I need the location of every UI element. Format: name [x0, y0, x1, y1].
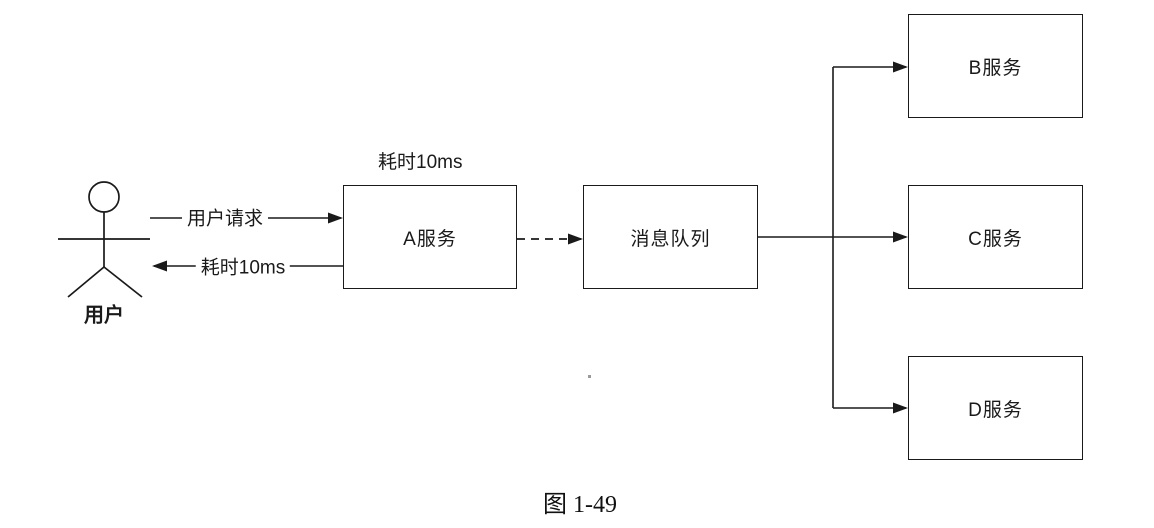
actor-leg-right: [103, 266, 143, 298]
actor-leg-left: [67, 266, 105, 298]
service-a-latency-note: 耗时10ms: [378, 152, 463, 173]
node-message-queue: 消息队列: [583, 185, 758, 289]
edge-label-response-10ms: 耗时10ms: [195, 252, 291, 280]
scan-speck: [588, 375, 591, 378]
node-service-a: A服务: [343, 185, 517, 289]
figure-caption: 图 1-49: [543, 492, 617, 518]
node-service-b-label: B服务: [968, 57, 1023, 79]
actor-label: 用户: [84, 304, 124, 327]
node-message-queue-label: 消息队列: [630, 228, 711, 250]
node-service-d: D服务: [908, 356, 1083, 460]
user-stick-figure: [58, 181, 150, 298]
node-service-c: C服务: [908, 185, 1083, 289]
actor-head: [88, 181, 120, 213]
node-service-b: B服务: [908, 14, 1083, 118]
edge-label-user-request: 用户请求: [181, 203, 269, 231]
node-service-c-label: C服务: [968, 228, 1023, 250]
node-service-d-label: D服务: [968, 399, 1023, 421]
node-service-a-label: A服务: [403, 228, 457, 250]
